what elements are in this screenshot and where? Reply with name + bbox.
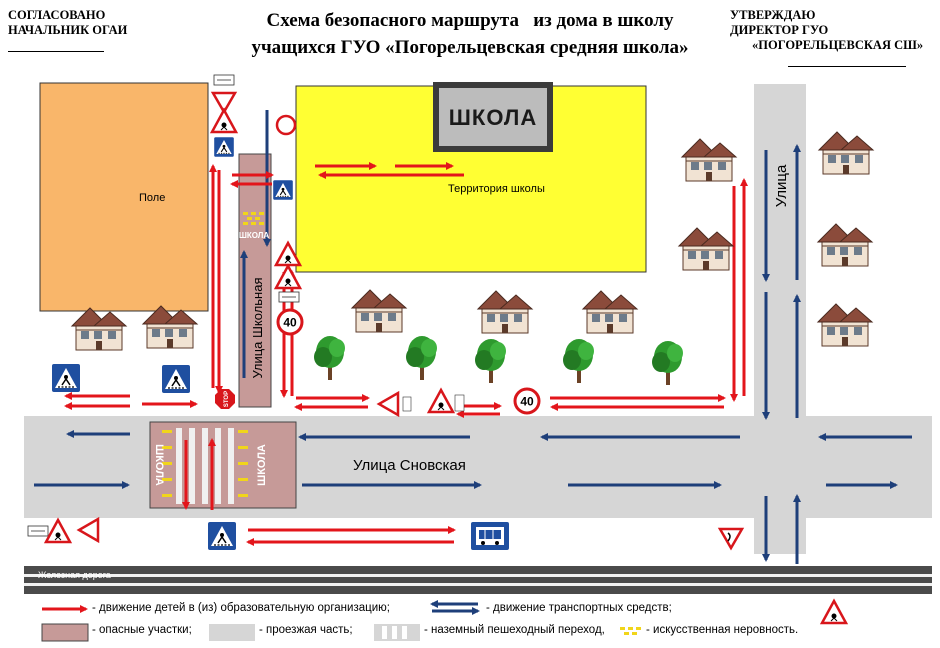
confirm-line-3: «ПОГОРЕЛЬЦЕВСКАЯ СШ»	[752, 38, 924, 52]
danger-zone-crossing	[149, 421, 297, 509]
school-territory-label: Территория школы	[448, 183, 545, 195]
road-marking-right: ШКОЛА	[256, 444, 268, 486]
confirm-line-1: УТВЕРЖДАЮ	[730, 8, 816, 22]
confirm-line-2: ДИРЕКТОР ГУО	[730, 23, 829, 37]
approval-line-2: НАЧАЛЬНИК ОГАИ	[8, 23, 128, 37]
crosswalk-edges	[162, 430, 248, 497]
trees	[314, 336, 683, 385]
field-label: Поле	[139, 192, 166, 204]
road-marking-left: ШКОЛА	[153, 444, 165, 486]
field-area	[39, 82, 209, 312]
speed-bump-marks	[243, 212, 264, 225]
railway-label: Железная дорога	[38, 570, 111, 580]
signature-line-left	[8, 51, 104, 52]
crosswalk-stripes	[176, 428, 234, 504]
confirm-block: УТВЕРЖДАЮ ДИРЕКТОР ГУО «ПОГОРЕЛЬЦЕВСКАЯ …	[730, 8, 923, 67]
traffic-signs: STOP	[27, 74, 848, 625]
street-vertical-label: Улица	[773, 164, 790, 207]
street-school-label: Улица Школьная	[250, 277, 265, 378]
legend-children: - движение детей в (из) образовательную …	[92, 602, 390, 614]
railway	[24, 566, 932, 594]
legend-vehicles: - движение транспортных средств;	[486, 602, 672, 614]
signature-line-right	[788, 66, 906, 67]
street-snovskaya-label: Улица Сновская	[353, 457, 466, 474]
vehicle-arrows	[34, 110, 912, 615]
school-sign-text: ШКОЛА	[449, 105, 537, 130]
legend-speed-bump: - искусственная неровность.	[646, 624, 799, 636]
legend-roadway: - проезжая часть;	[259, 624, 353, 636]
approval-block: СОГЛАСОВАНО НАЧАЛЬНИК ОГАИ	[8, 8, 127, 52]
title-line-2: учащихся ГУО «Погорельцевская средняя шк…	[251, 37, 689, 58]
legend-crosswalk: - наземный пешеходный переход,	[424, 624, 605, 636]
children-arrows	[42, 162, 748, 613]
svg-text:STOP: STOP	[224, 391, 230, 407]
approval-line-1: СОГЛАСОВАНО	[8, 8, 106, 22]
school-street-marking: ШКОЛА	[239, 231, 270, 240]
title-line-1: Схема безопасного маршрута из дома в шко…	[266, 10, 674, 31]
legend-danger: - опасные участки;	[92, 624, 192, 636]
legend-swatches	[41, 623, 641, 642]
